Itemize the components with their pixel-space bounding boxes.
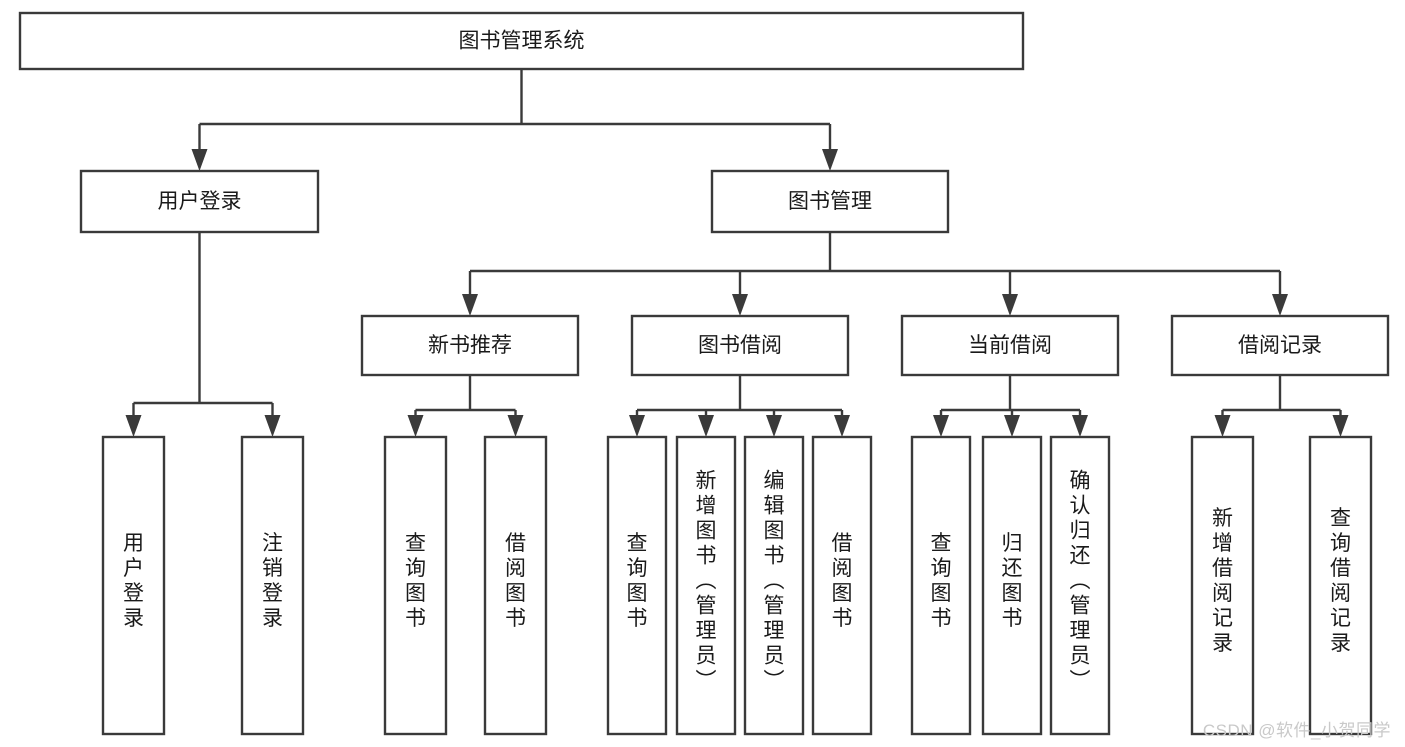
node-rect bbox=[981, 435, 1043, 736]
node-rect bbox=[383, 435, 448, 736]
node-leaf-edit-book-admin[interactable]: 编辑图书︵管理员︶ bbox=[743, 435, 805, 736]
node-label: 借阅图书 bbox=[505, 532, 526, 630]
node-rect bbox=[710, 169, 950, 234]
node-rect bbox=[630, 314, 850, 377]
arrow-head-icon bbox=[834, 415, 850, 437]
node-leaf-return-book[interactable]: 归还图书 bbox=[981, 435, 1043, 736]
node-leaf-logout[interactable]: 注销登录 bbox=[240, 435, 305, 736]
node-label: 新增图书︵管理员︶ bbox=[696, 470, 717, 693]
node-rect bbox=[1190, 435, 1255, 736]
node-rect bbox=[1049, 435, 1111, 736]
node-rect bbox=[811, 435, 873, 736]
diagram-nodes: 图书管理系统用户登录图书管理新书推荐图书借阅当前借阅借阅记录用户登录注销登录查询… bbox=[18, 11, 1390, 736]
node-rect bbox=[483, 435, 548, 736]
node-label: 借阅记录 bbox=[1238, 334, 1322, 357]
node-rect bbox=[18, 11, 1025, 71]
arrow-head-icon bbox=[191, 149, 208, 171]
node-leaf-borrow-book-2[interactable]: 借阅图书 bbox=[811, 435, 873, 736]
node-label: 归还图书 bbox=[1002, 532, 1023, 630]
node-leaf-query-book-3[interactable]: 查询图书 bbox=[910, 435, 972, 736]
node-rect bbox=[910, 435, 972, 736]
node-leaf-borrow-book-1[interactable]: 借阅图书 bbox=[483, 435, 548, 736]
node-label: 查询图书 bbox=[627, 532, 648, 630]
arrow-head-icon bbox=[264, 415, 281, 437]
node-rect bbox=[79, 169, 320, 234]
node-leaf-query-book-1[interactable]: 查询图书 bbox=[383, 435, 448, 736]
node-rect bbox=[606, 435, 668, 736]
node-label: 当前借阅 bbox=[968, 334, 1052, 357]
node-label: 查询图书 bbox=[931, 532, 952, 630]
node-label: 确认归还︵管理员︶ bbox=[1070, 470, 1091, 693]
node-label: 新书推荐 bbox=[428, 334, 512, 357]
node-rect bbox=[743, 435, 805, 736]
node-leaf-confirm-return-admin[interactable]: 确认归还︵管理员︶ bbox=[1049, 435, 1111, 736]
arrow-head-icon bbox=[732, 294, 748, 316]
node-label: 图书管理系统 bbox=[459, 30, 585, 53]
node-label: 用户登录 bbox=[123, 532, 144, 630]
node-leaf-add-book-admin[interactable]: 新增图书︵管理员︶ bbox=[675, 435, 737, 736]
node-label: 注销登录 bbox=[262, 532, 283, 630]
node-book-management[interactable]: 图书管理 bbox=[710, 169, 950, 234]
node-label: 编辑图书︵管理员︶ bbox=[764, 470, 785, 693]
node-label: 查询图书 bbox=[405, 532, 426, 630]
node-label: 查询借阅记录 bbox=[1330, 507, 1351, 655]
node-book-borrow[interactable]: 图书借阅 bbox=[630, 314, 850, 377]
arrow-head-icon bbox=[629, 415, 645, 437]
connector-lines bbox=[125, 69, 1349, 437]
node-rect bbox=[900, 314, 1120, 377]
arrow-head-icon bbox=[1004, 415, 1020, 437]
node-borrow-record[interactable]: 借阅记录 bbox=[1170, 314, 1390, 377]
arrow-head-icon bbox=[1002, 294, 1018, 316]
arrow-head-icon bbox=[507, 415, 524, 437]
node-rect bbox=[675, 435, 737, 736]
node-new-book-recommend[interactable]: 新书推荐 bbox=[360, 314, 580, 377]
node-root[interactable]: 图书管理系统 bbox=[18, 11, 1025, 71]
arrow-head-icon bbox=[698, 415, 714, 437]
node-rect bbox=[240, 435, 305, 736]
node-rect bbox=[360, 314, 580, 377]
node-label: 借阅图书 bbox=[832, 532, 853, 630]
node-label: 图书借阅 bbox=[698, 334, 782, 357]
arrow-head-icon bbox=[1272, 294, 1288, 316]
node-label: 新增借阅记录 bbox=[1212, 507, 1233, 655]
node-rect bbox=[101, 435, 166, 736]
node-label: 图书管理 bbox=[788, 190, 872, 213]
arrow-head-icon bbox=[1332, 415, 1349, 437]
node-rect bbox=[1170, 314, 1390, 377]
node-leaf-add-borrow-record[interactable]: 新增借阅记录 bbox=[1190, 435, 1255, 736]
arrow-head-icon bbox=[933, 415, 949, 437]
node-leaf-query-book-2[interactable]: 查询图书 bbox=[606, 435, 668, 736]
node-user-login[interactable]: 用户登录 bbox=[79, 169, 320, 234]
node-label: 用户登录 bbox=[158, 190, 242, 213]
node-leaf-user-login[interactable]: 用户登录 bbox=[101, 435, 166, 736]
arrow-head-icon bbox=[125, 415, 142, 437]
node-rect bbox=[1308, 435, 1373, 736]
arrow-head-icon bbox=[766, 415, 782, 437]
node-leaf-query-borrow-record[interactable]: 查询借阅记录 bbox=[1308, 435, 1373, 736]
arrow-head-icon bbox=[1214, 415, 1231, 437]
arrow-head-icon bbox=[407, 415, 424, 437]
arrow-head-icon bbox=[1072, 415, 1088, 437]
arrow-head-icon bbox=[462, 294, 478, 316]
node-current-borrow[interactable]: 当前借阅 bbox=[900, 314, 1120, 377]
arrow-head-icon bbox=[822, 149, 838, 171]
watermark-text: CSDN @软件_小贺同学 bbox=[1202, 721, 1391, 740]
